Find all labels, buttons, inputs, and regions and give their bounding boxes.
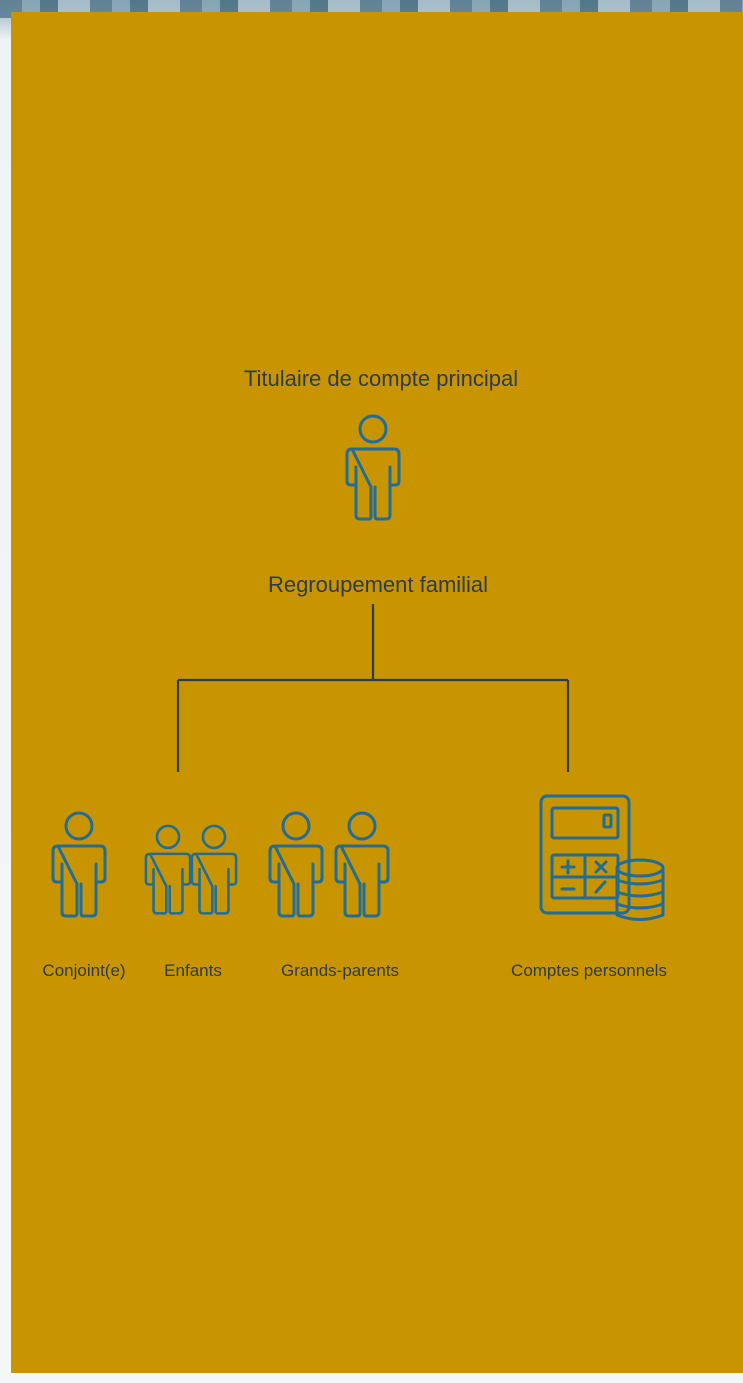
grandparents-icon [268,811,390,918]
member-label-spouse: Conjoint(e) [42,961,126,980]
family-group-label: Regroupement familial [267,572,489,597]
calculator-coins-icon [539,794,665,921]
connector-lines [176,604,570,772]
children-icon [144,824,238,915]
member-label-personal-accounts: Comptes personnels [511,961,667,980]
diagram-panel: Titulaire de compte principal Regroupeme… [11,12,743,1373]
member-label-grandparents: Grands-parents [280,961,400,980]
primary-account-holder-label: Titulaire de compte principal [243,366,519,391]
primary-holder-person-icon [345,414,401,521]
spouse-person-icon [51,811,107,918]
member-label-children: Enfants [164,961,222,980]
diagram-graphics [51,414,665,921]
